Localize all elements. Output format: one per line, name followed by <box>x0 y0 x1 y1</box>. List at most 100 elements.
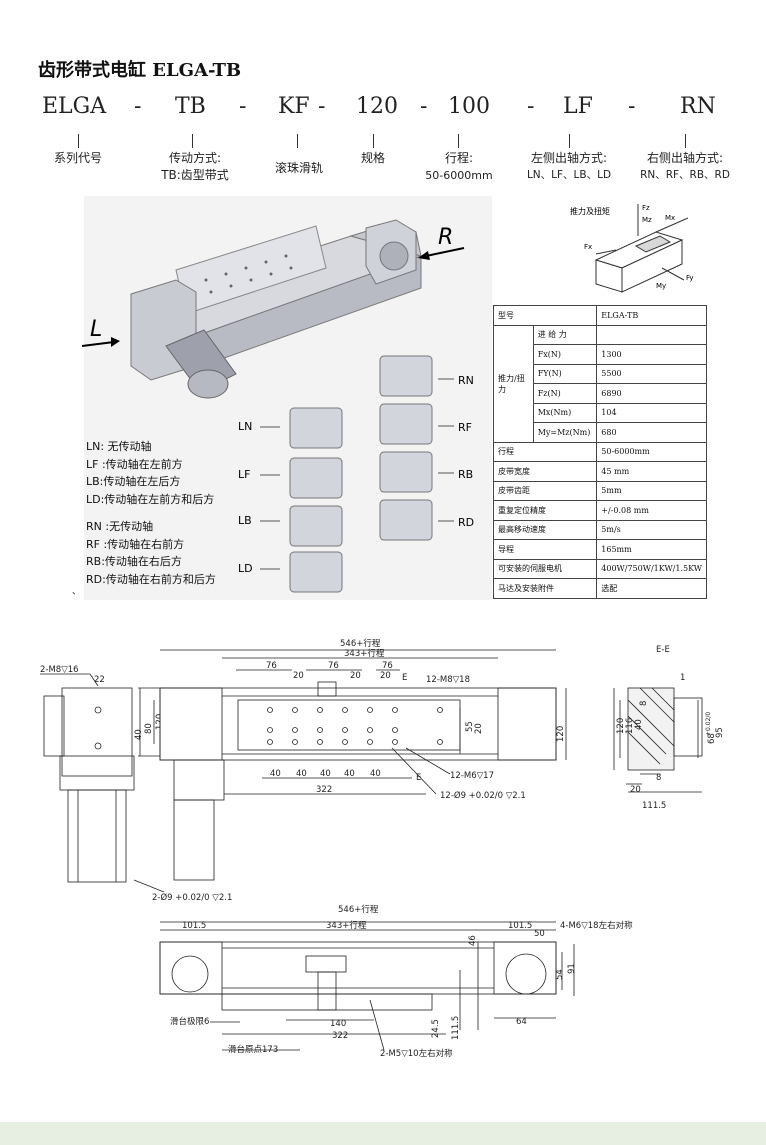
drawing-bottom: 546+行程 101.5 343+行程 101.5 50 4-M6▽18左右对称… <box>159 904 633 1059</box>
cell-label: Fx(N) <box>532 344 598 365</box>
code-tick <box>685 134 686 148</box>
force-fz: Fz <box>642 204 650 212</box>
dim-50: 50 <box>534 929 545 939</box>
product-illustration: R L 推力及扭矩 Fz Mz Mx Fx Fy My LN LF LB LD <box>81 196 694 600</box>
legend-right: RN :无传动轴 RF :传动轴在右前方 RB:传动轴在右后方 RD:传动轴在右… <box>86 518 216 588</box>
cell-label: 皮带宽度 <box>492 461 598 482</box>
dim-sec-95: 95 <box>715 727 725 738</box>
dim-40: 40 <box>370 769 381 779</box>
legend-item: LB:传动轴在左后方 <box>86 475 181 488</box>
cell-value: 5500 <box>596 363 707 384</box>
variant-block-lf <box>289 457 343 499</box>
dim-left: 101.5 <box>182 921 206 931</box>
dim-55: 55 <box>465 721 475 732</box>
legend-item: LF :传动轴在左前方 <box>86 457 183 471</box>
cell-label: FY(N) <box>532 363 598 384</box>
page-title: 齿形带式电缸 ELGA-TB <box>38 60 242 81</box>
code-separator: - <box>628 94 636 119</box>
cell-label: 马达及安装附件 <box>492 578 598 599</box>
dim-20v: 20 <box>474 723 484 734</box>
dim-322: 322 <box>316 785 332 795</box>
cell-value: 1300 <box>596 344 707 365</box>
cell-label: 行程 <box>492 441 598 462</box>
desc-right-value: RN、RF、RB、RD <box>640 169 730 181</box>
table-row: 推力/扭力 进 给 力 <box>493 324 707 443</box>
cell-model-label: 型号 <box>492 305 598 326</box>
code-tick <box>373 134 374 148</box>
legend-item: LD:传动轴在左前方和后方 <box>86 492 215 506</box>
variant-block-rf <box>379 403 433 445</box>
dim-20c: 20 <box>380 671 391 681</box>
spec-table: 型号 ELGA-TB 推力/扭力 进 给 力 Fx(N) 1300 FY(N) … <box>492 305 707 599</box>
dim-tap-m6: 12-M6▽17 <box>450 771 494 781</box>
variant-label-rn: RN <box>458 374 474 387</box>
dim-sec-8b: 8 <box>656 773 661 783</box>
force-mz: Mz <box>642 216 652 224</box>
desc-left-label: 左侧出轴方式: <box>530 151 608 165</box>
code-part-series: ELGA <box>42 94 107 119</box>
force-fx: Fx <box>584 243 592 251</box>
dim-20b: 20 <box>350 671 361 681</box>
dim-54: 54 <box>555 969 565 980</box>
desc-right-label: 右侧出轴方式: <box>646 151 724 165</box>
variant-block-rb <box>379 451 433 493</box>
cell-empty <box>596 324 707 345</box>
section-title: E-E <box>656 645 670 655</box>
desc-stroke-value: 50-6000mm <box>425 169 493 182</box>
dim-76b: 76 <box>328 661 339 671</box>
code-separator: - <box>420 94 428 119</box>
cell-value: 选配 <box>596 578 707 599</box>
desc-spec: 规格 <box>360 151 385 165</box>
dim-40: 40 <box>320 769 331 779</box>
variant-label-rd: RD <box>458 516 474 529</box>
front-view <box>159 649 567 881</box>
variant-block-lb <box>289 505 343 547</box>
dim-111-5: 111.5 <box>451 1016 461 1040</box>
code-tick <box>458 134 459 148</box>
dim-46: 46 <box>468 935 478 946</box>
legend-item: RN :无传动轴 <box>86 520 154 533</box>
drawing-top: 2-M8▽16 22 40 80 120 2-Ø9 +0.02/0 ▽2.1 <box>40 638 725 903</box>
code-part-rail: KF <box>278 94 310 119</box>
label-r: R <box>438 225 453 250</box>
legend-left: LN: 无传动轴 LF :传动轴在左前方 LB:传动轴在左后方 LD:传动轴在左… <box>86 438 214 508</box>
dim-40: 40 <box>296 769 307 779</box>
top-view <box>159 921 575 1051</box>
legend-item: RD:传动轴在右前方和后方 <box>86 572 216 586</box>
cell-model-value: ELGA-TB <box>596 305 707 326</box>
desc-right: 右侧出轴方式: RN、RF、RB、RD <box>634 150 736 184</box>
dim-tap-left: 2-M8▽16 <box>40 665 79 675</box>
desc-rail: 滚珠滑轨 <box>274 161 323 175</box>
dim-tap2: 2-M5▽10左右对称 <box>380 1048 453 1059</box>
variant-block-rn <box>379 355 433 397</box>
dim-sec-120: 120 <box>616 718 626 734</box>
cell-value: 6890 <box>596 383 707 404</box>
cell-label: 可安装的伺服电机 <box>492 558 598 579</box>
cell-force-group: 推力/扭力 <box>493 324 534 443</box>
fx-axis <box>595 249 617 255</box>
dim-limit: 滑台极限6 <box>170 1016 209 1027</box>
dim-sec-111-5: 111.5 <box>642 801 666 811</box>
dim-22: 22 <box>94 675 105 685</box>
desc-drive: 传动方式: TB:齿型带式 <box>150 150 240 184</box>
table-row: 重复定位精度+/-0.08 mm <box>492 500 707 521</box>
cell-label: 最高移动速度 <box>492 519 598 540</box>
variant-block-ln <box>289 407 343 449</box>
cell-value: 5mm <box>596 480 707 501</box>
code-separator: - <box>239 94 247 119</box>
cell-label: Mx(Nm) <box>532 402 598 423</box>
arrow-r <box>425 247 465 257</box>
variant-block-rd <box>379 499 433 541</box>
force-my: My <box>656 282 666 290</box>
dim-sec-8: 8 <box>639 701 649 706</box>
dim-140: 140 <box>330 1019 346 1029</box>
dim-tap-top: 12-M8▽18 <box>426 675 470 685</box>
cell-value: 104 <box>596 402 707 423</box>
dim-hole-2: 2-Ø9 +0.02/0 ▽2.1 <box>152 892 232 903</box>
dim-sec-68: 68 <box>707 733 717 744</box>
desc-stroke-label: 行程: <box>444 151 474 165</box>
dim-inner: 343+行程 <box>326 920 367 931</box>
